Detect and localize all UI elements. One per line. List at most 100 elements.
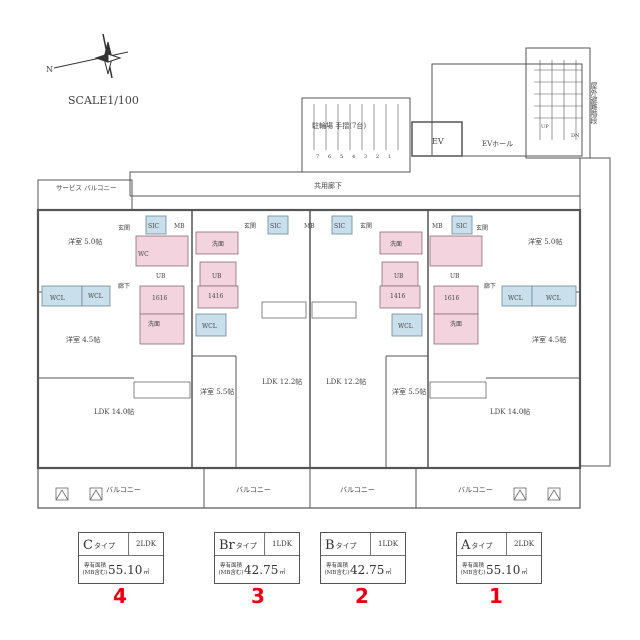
wcl-label: WCL bbox=[50, 295, 65, 302]
room-bedroom-5-left: 洋室 5.0帖 bbox=[68, 237, 102, 246]
mb-label: MB bbox=[304, 223, 315, 230]
area-unit: ㎡ bbox=[143, 569, 150, 576]
balcony-label: バルコニー bbox=[458, 486, 493, 494]
mb-label: MB bbox=[174, 223, 185, 230]
unit-layout: 2LDK bbox=[136, 540, 156, 548]
area-label: 専有面積 (MB含む) bbox=[218, 562, 244, 576]
unit-number: 1 bbox=[489, 584, 503, 608]
building-outline bbox=[36, 98, 611, 509]
unit-letter: A bbox=[461, 538, 471, 553]
unit-area: 42.75 bbox=[244, 562, 279, 577]
corridor-label: 共用廊下 bbox=[314, 181, 342, 190]
ub-label: UB bbox=[156, 273, 166, 280]
parking-number: 2 bbox=[376, 154, 379, 160]
parking-number: 5 bbox=[340, 154, 343, 160]
genkan-label: 玄関 bbox=[360, 222, 372, 230]
bicycle-parking bbox=[301, 97, 411, 173]
unit-letter: B bbox=[325, 538, 335, 553]
unit-number: 4 bbox=[113, 584, 127, 608]
mb-label: MB bbox=[432, 223, 443, 230]
ev-label: EV bbox=[432, 137, 444, 146]
ub-label: UB bbox=[212, 273, 222, 280]
unit-area: 42.75 bbox=[350, 562, 385, 577]
unit-number: 3 bbox=[251, 584, 265, 608]
parking-label: 駐輪場 手摺(7台) bbox=[312, 121, 366, 130]
unit-letter: Br bbox=[219, 538, 235, 553]
wcl-label: WCL bbox=[88, 293, 103, 300]
dn-label: DN bbox=[571, 133, 580, 139]
room-ldk-14-left: LDK 14.0帖 bbox=[94, 407, 134, 416]
unit-layout: 1LDK bbox=[272, 540, 292, 548]
ub-size-label: 1416 bbox=[208, 293, 223, 300]
balcony-drain-icon bbox=[55, 487, 561, 501]
ub-size-label: 1416 bbox=[390, 293, 405, 300]
outdoor-stairs bbox=[431, 47, 591, 159]
area-unit: ㎡ bbox=[385, 569, 392, 576]
compass-north-label: N bbox=[46, 65, 53, 74]
parking-number: 1 bbox=[388, 154, 391, 160]
sic-label: SIC bbox=[148, 223, 159, 230]
scale-label: SCALE1/100 bbox=[68, 94, 139, 107]
balcony-label: バルコニー bbox=[340, 486, 375, 494]
area-label: 専有面積 (MB含む) bbox=[324, 562, 350, 576]
wc-label: WC bbox=[138, 251, 149, 258]
storage-areas bbox=[41, 215, 577, 337]
unit-number: 2 bbox=[355, 584, 369, 608]
wcl-label: WCL bbox=[546, 295, 561, 302]
unit-area: 55.10 bbox=[486, 562, 521, 577]
room-ldk-14-right: LDK 14.0帖 bbox=[490, 407, 530, 416]
room-bedroom-45-right: 洋室 4.5帖 bbox=[532, 335, 566, 344]
senmen-label: 洗面 bbox=[450, 320, 462, 328]
roka-label: 廊下 bbox=[118, 282, 130, 290]
wcl-label: WCL bbox=[508, 295, 523, 302]
parking-number: 4 bbox=[352, 154, 355, 160]
senmen-label: 洗面 bbox=[390, 240, 402, 248]
ub-size-label: 1616 bbox=[152, 295, 167, 302]
area-unit: ㎡ bbox=[521, 569, 528, 576]
area-unit: ㎡ bbox=[279, 569, 286, 576]
unit-layout: 1LDK bbox=[378, 540, 398, 548]
parking-number: 3 bbox=[364, 154, 367, 160]
stairs-label: 屋外避難階段 bbox=[590, 82, 598, 125]
senmen-label: 洗面 bbox=[212, 240, 224, 248]
balcony-label: バルコニー bbox=[106, 486, 141, 494]
sic-label: SIC bbox=[270, 223, 281, 230]
unit-suffix: タイプ bbox=[471, 542, 493, 550]
room-bedroom-5-right: 洋室 5.0帖 bbox=[528, 237, 562, 246]
balcony-label: バルコニー bbox=[236, 486, 271, 494]
compass-rose-icon bbox=[53, 33, 129, 79]
area-label: 専有面積 (MB含む) bbox=[82, 562, 108, 576]
unit-area: 55.10 bbox=[108, 562, 143, 577]
unit-suffix: タイプ bbox=[93, 542, 115, 550]
elevator bbox=[411, 121, 463, 157]
roka-label: 廊下 bbox=[484, 282, 496, 290]
unit-letter: C bbox=[83, 538, 93, 553]
parking-number: 6 bbox=[328, 154, 331, 160]
unit-layout: 2LDK bbox=[514, 540, 534, 548]
unit-suffix: タイプ bbox=[335, 542, 357, 550]
room-bedroom-45-left: 洋室 4.5帖 bbox=[66, 335, 100, 344]
kitchen-counters bbox=[133, 301, 487, 399]
ub-label: UB bbox=[450, 273, 460, 280]
up-label: UP bbox=[541, 124, 549, 130]
ev-hall-label: EVホール bbox=[482, 140, 513, 148]
sic-label: SIC bbox=[456, 223, 467, 230]
genkan-label: 玄関 bbox=[118, 224, 130, 232]
ub-size-label: 1616 bbox=[444, 295, 459, 302]
wet-areas bbox=[135, 231, 483, 345]
wcl-label: WCL bbox=[202, 323, 217, 330]
room-bedroom-55-right: 洋室 5.5帖 bbox=[392, 387, 426, 396]
genkan-label: 玄関 bbox=[476, 224, 488, 232]
ub-label: UB bbox=[394, 273, 404, 280]
wcl-label: WCL bbox=[398, 323, 413, 330]
senmen-label: 洗面 bbox=[148, 320, 160, 328]
sic-label: SIC bbox=[334, 223, 345, 230]
unit-suffix: タイプ bbox=[235, 542, 257, 550]
parking-number: 7 bbox=[316, 154, 319, 160]
room-ldk-122-right: LDK 12.2帖 bbox=[326, 377, 366, 386]
